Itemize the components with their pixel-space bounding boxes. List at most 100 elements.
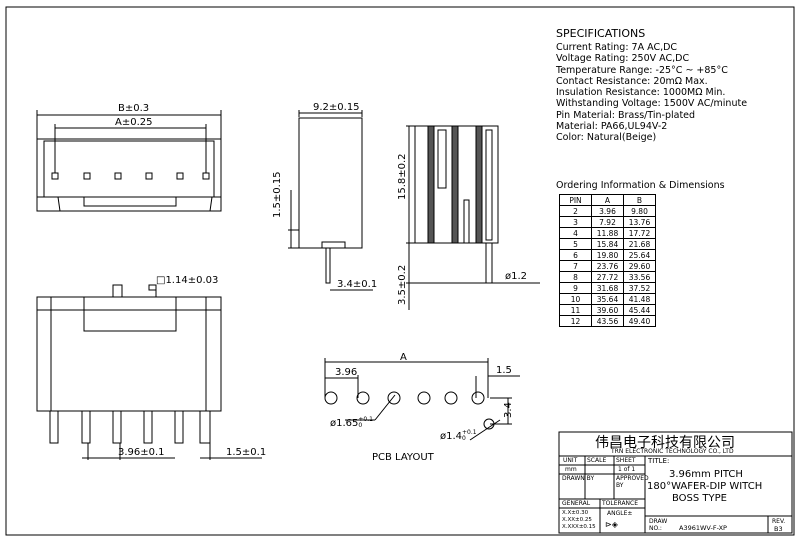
company-name-en: TRN ELECTRONIC TECHNOLOGY CO., LTD (611, 448, 734, 455)
table-cell: 6 (559, 249, 592, 261)
sheet-value: 1 of 1 (618, 466, 636, 473)
table-cell: 27.72 (591, 271, 624, 283)
pcb-edge-dimension: 1.5 (496, 365, 512, 376)
pitch-dimension: 3.96±0.1 (118, 447, 165, 458)
title-line: BOSS TYPE (672, 493, 727, 504)
table-cell: 49.40 (623, 315, 656, 327)
profile-view (406, 125, 540, 310)
tolerance-line: X.X±0.30 (562, 510, 589, 516)
pcb-vertical-dimension: 3.4 (503, 402, 514, 418)
table-cell: 21.68 (623, 238, 656, 250)
table-cell: 10 (559, 293, 592, 305)
rev-label: REV. (772, 518, 786, 525)
front-b-dimension: B±0.3 (118, 103, 150, 114)
spec-line: Withstanding Voltage: 1500V AC/minute (556, 98, 748, 110)
pcb-layout (324, 358, 520, 441)
spec-line: Contact Resistance: 20mΩ Max. (556, 75, 708, 87)
draw-no-label: DRAW NO.: (649, 518, 668, 532)
table-cell: 15.84 (591, 238, 624, 250)
spec-line: Pin Material: Brass/Tin-plated (556, 109, 696, 121)
table-cell: 11.88 (591, 227, 624, 239)
title-line: 3.96mm PITCH (669, 469, 743, 480)
table-cell: 4 (559, 227, 592, 239)
table-cell: 9 (559, 282, 592, 294)
title-line: 180°WAFER-DIP WITCH (647, 481, 763, 492)
side-pin-dimension: 3.4±0.1 (337, 279, 378, 290)
general-label: GENERAL (562, 500, 591, 507)
spec-line: Voltage Rating: 250V AC,DC (556, 53, 690, 65)
pcb-layout-label: PCB LAYOUT (372, 452, 434, 463)
front-a-dimension: A±0.25 (115, 117, 153, 128)
table-cell: 13.76 (623, 216, 656, 228)
table-cell: 35.64 (591, 293, 624, 305)
spec-line: Material: PA66,UL94V-2 (556, 121, 668, 133)
table-cell: 3 (559, 216, 592, 228)
projection-icon: ⊳◈ (605, 520, 618, 529)
table-cell: 25.64 (623, 249, 656, 261)
tolerance-line: X.XXX±0.15 (562, 524, 596, 530)
company-name-cn: 伟昌电子科技有限公司 (595, 435, 735, 451)
specifications-heading: SPECIFICATIONS (556, 27, 646, 40)
pcb-pitch-dimension: 3.96 (335, 367, 358, 378)
table-cell: 19.80 (591, 249, 624, 261)
pcb-a-dimension: A (400, 352, 407, 363)
table-cell: 31.68 (591, 282, 624, 294)
title-label: TITLE: (648, 457, 670, 465)
table-cell: 2 (559, 205, 592, 217)
table-cell: 5 (559, 238, 592, 250)
specifications-block: SPECIFICATIONS Current Rating: 7A AC,DC … (556, 27, 747, 144)
table-header: A (591, 194, 624, 206)
table-cell: 29.60 (623, 260, 656, 272)
pin-square-dimension: □1.14±0.03 (156, 275, 219, 286)
scale-label: SCALE (587, 457, 607, 464)
table-cell: 17.72 (623, 227, 656, 239)
unit-label: UNIT (563, 457, 578, 464)
profile-pin-dimension: 3.5±0.2 (397, 264, 408, 305)
draw-number: A3961WV-F-XP (679, 524, 727, 532)
side-height-dimension: 1.5±0.15 (272, 171, 283, 218)
table-cell: 7.92 (591, 216, 624, 228)
table-cell: 45.44 (623, 304, 656, 316)
front-view (36, 110, 222, 212)
spec-line: Insulation Resistance: 1000MΩ Min. (556, 87, 726, 99)
unit-value: mm (565, 466, 577, 473)
tolerance-line: X.XX±0.25 (562, 517, 592, 523)
bottom-view (36, 284, 262, 460)
spec-line: Temperature Range: -25°C ~ +85°C (556, 64, 728, 76)
table-cell: 8 (559, 271, 592, 283)
table-cell: 9.80 (623, 205, 656, 217)
table-cell: 41.48 (623, 293, 656, 305)
pin-diameter-dimension: ø1.2 (505, 271, 528, 282)
table-cell: 37.52 (623, 282, 656, 294)
spec-line: Color: Natural(Beige) (556, 132, 657, 144)
angle-label: ANGLE± (607, 510, 633, 517)
table-cell: 23.76 (591, 260, 624, 272)
table-cell: 11 (559, 304, 592, 316)
title-block: 伟昌电子科技有限公司 TRN ELECTRONIC TECHNOLOGY CO.… (559, 432, 792, 533)
table-cell: 3.96 (591, 205, 624, 217)
table-cell: 12 (559, 315, 592, 327)
table-cell: 43.56 (591, 315, 624, 327)
table-cell: 39.60 (591, 304, 624, 316)
ordering-title: Ordering Information & Dimensions (556, 180, 725, 191)
tolerance-label: TOLERANCE (602, 500, 639, 507)
table-header: B (623, 194, 656, 206)
table-header: PIN (559, 194, 592, 206)
drawn-by-label: DRAWN BY (562, 475, 595, 482)
profile-height-dimension: 15.8±0.2 (397, 153, 408, 200)
rev-value: B3 (774, 525, 783, 533)
